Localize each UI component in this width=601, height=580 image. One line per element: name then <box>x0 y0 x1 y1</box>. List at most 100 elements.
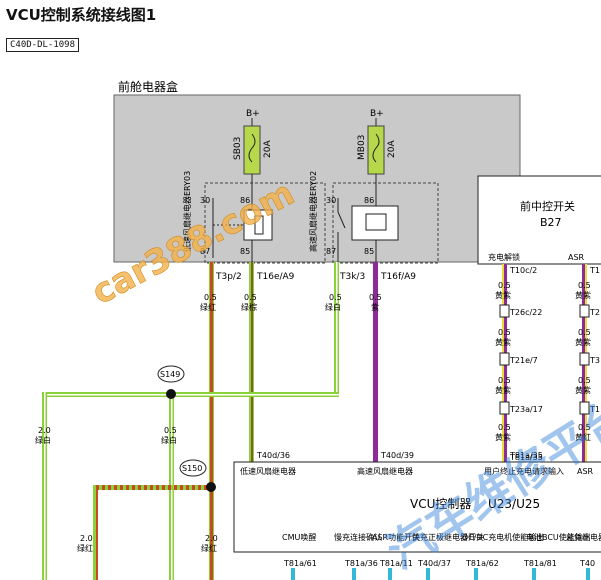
vcu-code: U23/U25 <box>488 497 540 511</box>
console-function-charge-unlock: 充电解锁 <box>488 252 520 262</box>
vcu-output-bcu: 电池BCU使能输出 <box>526 532 591 542</box>
doc-code: C40D-DL-1098 <box>6 38 80 52</box>
console-wire-3-color: 黄紫 <box>495 432 511 442</box>
box-connector-t16e: T16e/A9 <box>256 272 295 282</box>
splice-s149-label: S149 <box>160 370 180 379</box>
page-title: VCU控制系统接线图1 <box>6 6 157 24</box>
relay-ery03-pin-86: 86 <box>240 196 250 205</box>
relay-ery03-pin-30: 30 <box>200 196 210 205</box>
console-right-wire-1-color: 黄紫 <box>575 337 591 347</box>
wire-label-4-size: 2.0 <box>38 426 51 435</box>
console-connector-1: T26c/22 <box>509 308 542 317</box>
wire-label-5-color: 绿白 <box>161 435 177 445</box>
wire-label-5-size: 0.5 <box>164 426 177 435</box>
console-switch-box <box>477 175 601 265</box>
vcu-input-low-fan: 低速风扇继电器 <box>240 466 296 476</box>
console-right-connector-0: T1 <box>589 266 600 275</box>
console-connector-3: T23a/17 <box>509 405 543 414</box>
vcu-box <box>233 461 601 553</box>
vcu-output-wire-3 <box>426 568 430 580</box>
vcu-output-cmu: CMU唤醒 <box>282 532 316 542</box>
console-right-wire-1-size: 0.5 <box>578 328 591 337</box>
console-right-connector-2: T3 <box>589 356 600 365</box>
splice-s150-label: S150 <box>182 464 202 473</box>
vcu-bottom-connector-2: T81a/11 <box>379 559 413 568</box>
box-connector-t16f: T16f/A9 <box>380 272 416 282</box>
console-wire-2-size: 0.5 <box>498 376 511 385</box>
wire-label-3-size: 0.5 <box>369 293 382 302</box>
wire-label-4-color: 绿白 <box>35 435 51 445</box>
vcu-output-wire-1 <box>352 568 356 580</box>
vcu-output-asr: ASR功能开关 <box>372 532 420 542</box>
vcu-bottom-connector-6: T40 <box>579 559 595 568</box>
wire-label-0-size: 0.5 <box>204 293 217 302</box>
console-code: B27 <box>540 216 562 229</box>
vcu-output-wire-5 <box>532 568 536 580</box>
vcu-top-connector-0: T40d/36 <box>256 451 290 460</box>
splice-s149: S149 <box>157 365 185 399</box>
box-connector-t3k: T3k/3 <box>339 272 365 282</box>
console-right-wire-0-color: 黄紫 <box>575 290 591 300</box>
fuse-sb03: B+ SB03 20A <box>233 109 273 198</box>
console-right-connector-1: T2 <box>589 308 600 317</box>
vcu-top-connector-1: T40d/39 <box>380 451 414 460</box>
relay-ery03: 低速风扇继电器ERY03 30 86 87 85 <box>182 171 273 262</box>
fuse-mb03-name: MB03 <box>357 135 367 160</box>
box-connector-t3p: T3p/2 <box>215 272 242 282</box>
vcu-top-connector-2: T81a/35 <box>509 451 543 460</box>
wire-label-2-color: 绿白 <box>325 302 341 312</box>
wire-green-red-left-drop <box>93 485 98 580</box>
vcu-output-dcdc: DC/DC充电机使能输出 <box>462 532 544 542</box>
console-right-wire-0-size: 0.5 <box>578 281 591 290</box>
wire-label-7-size: 2.0 <box>205 534 218 543</box>
wire-green-red-horizontal <box>93 485 213 490</box>
wire-label-2-size: 0.5 <box>329 293 342 302</box>
console-wire-3-size: 0.5 <box>498 423 511 432</box>
wire-label-7-color: 绿红 <box>201 543 217 553</box>
fuse-sb03-name: SB03 <box>233 137 243 160</box>
fuse-mb03-rating: 20A <box>387 140 397 158</box>
front-box-label: 前舱电器盒 <box>118 79 178 94</box>
wire-label-3-color: 紫 <box>371 303 379 312</box>
console-connector-4: T81a/35 <box>509 453 543 462</box>
vcu-bottom-connector-3: T40d/37 <box>417 559 451 568</box>
vcu-output-wire-0 <box>291 568 295 580</box>
wire-label-1-size: 0.5 <box>244 293 257 302</box>
vcu-output-slow-charge: 慢充连接确认 <box>334 532 382 542</box>
fuse-mb03-supply: B+ <box>370 109 384 119</box>
vcu-output-neg-relay: 总负继电器开关 <box>566 532 601 542</box>
relay-ery03-name: 低速风扇继电器ERY03 <box>182 171 192 252</box>
relay-ery02-pin-85: 85 <box>364 247 374 256</box>
vcu-bottom-connector-0: T81a/61 <box>283 559 317 568</box>
wire-label-1-color: 绿棕 <box>241 302 257 312</box>
fuse-sb03-supply: B+ <box>246 109 260 119</box>
fuse-sb03-rating: 20A <box>263 140 273 158</box>
console-wire-1-size: 0.5 <box>498 328 511 337</box>
vcu-output-wire-6 <box>586 568 590 580</box>
relay-enclosure-2 <box>332 182 439 264</box>
relay-enclosure-1 <box>204 182 326 264</box>
relay-ery02-name: 高速风扇继电器ERY02 <box>308 171 318 252</box>
splice-s150: S150 <box>179 459 216 492</box>
relay-ery03-pin-85: 85 <box>240 247 250 256</box>
console-connector-0: T10c/2 <box>509 266 537 275</box>
console-connector-2: T21e/7 <box>509 356 538 365</box>
vcu-input-high-fan: 高速风扇继电器 <box>357 466 413 476</box>
relay-ery02-pin-86: 86 <box>364 196 374 205</box>
relay-ery02-pin-30: 30 <box>326 196 336 205</box>
console-wire-1-color: 黄紫 <box>495 337 511 347</box>
wire-purple <box>373 262 378 462</box>
console-wire-0-size: 0.5 <box>498 281 511 290</box>
console-function-asr: ASR <box>568 253 585 262</box>
console-right-wire-3-size: 0.5 <box>578 423 591 432</box>
vcu-bottom-connector-1: T81a/36 <box>344 559 378 568</box>
vcu-input-charge-stop: 用户终止充电请求输入 <box>484 466 564 476</box>
wire-label-6-size: 2.0 <box>80 534 93 543</box>
vcu-output-wire-4 <box>474 568 478 580</box>
console-title: 前中控开关 <box>520 199 575 213</box>
vcu-bottom-connector-4: T81a/62 <box>465 559 499 568</box>
vcu-title: VCU控制器 <box>410 497 471 511</box>
console-right-connector-3: T1 <box>589 405 600 414</box>
console-right-wire-2-color: 黄紫 <box>575 385 591 395</box>
wire-label-0-color: 绿红 <box>200 302 216 312</box>
